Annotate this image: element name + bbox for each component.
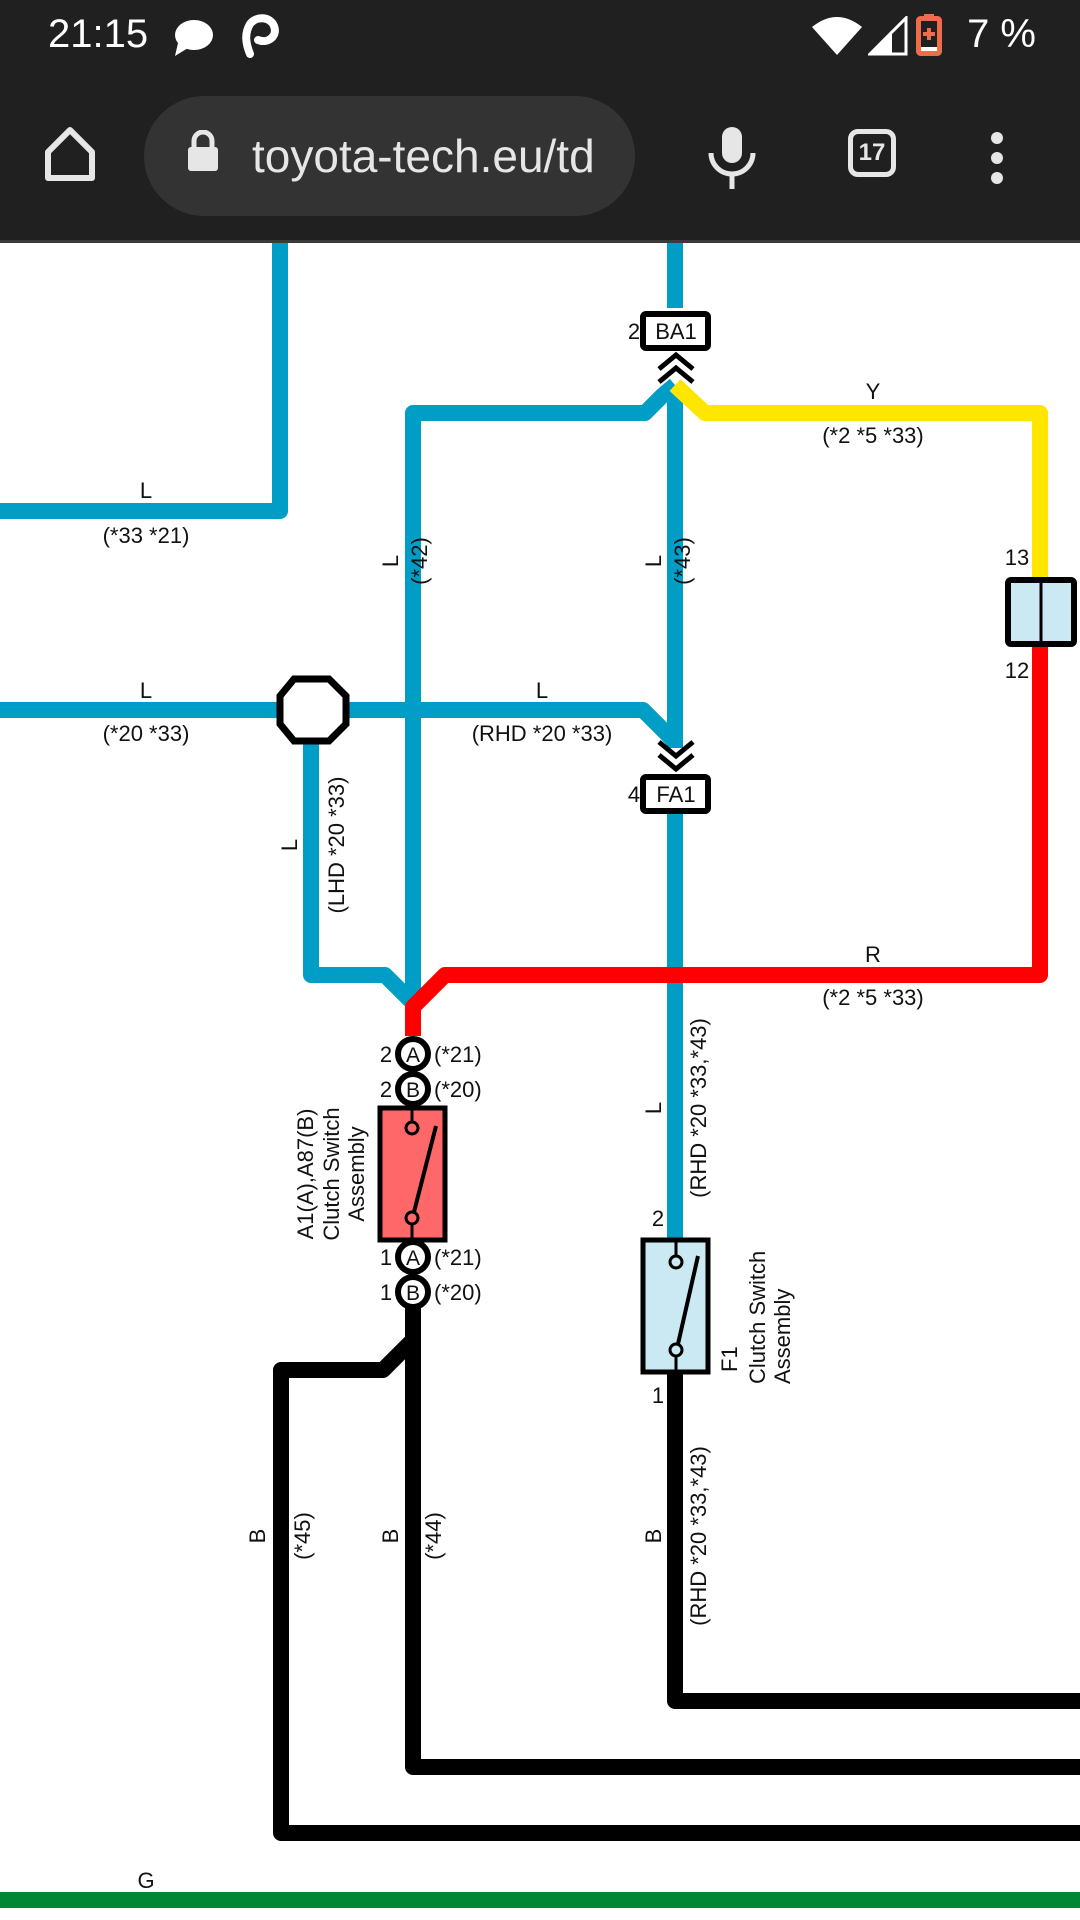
wire-black-45[interactable] — [273, 1334, 1080, 1841]
battery-charging-icon — [916, 14, 942, 56]
wire-label-note: (RHD *20 *33,*43) — [686, 1018, 711, 1198]
wire-label-code: G — [137, 1868, 154, 1893]
pin-1a[interactable]: A 1 (*21) — [380, 1239, 482, 1275]
f1-id: F1 — [717, 1346, 742, 1372]
wire-label-code: L — [536, 678, 548, 703]
a1-clutch-switch[interactable] — [377, 1105, 448, 1243]
wiring-diagram[interactable]: BA1 2 FA1 4 13 12 A 2 (*21) B 2 (*20) — [0, 243, 1080, 1920]
wire-label-code: B — [378, 1529, 403, 1544]
pin-note: (*20) — [434, 1280, 482, 1305]
wire-label-code: B — [641, 1529, 666, 1544]
wire-top-left-l[interactable] — [0, 243, 288, 519]
f1-clutch-switch[interactable] — [640, 1237, 711, 1375]
pin-number: 2 — [380, 1042, 392, 1067]
wire-label-note: (LHD *20 *33) — [324, 777, 349, 914]
tab-switcher-button[interactable]: 17 — [848, 129, 896, 177]
wire-label-code: L — [140, 478, 152, 503]
toolbar-divider — [0, 240, 1080, 243]
pocket-casts-icon — [242, 14, 279, 58]
a1-switch-name-line3: Assembly — [344, 1126, 369, 1221]
pin-note: (*21) — [434, 1245, 482, 1270]
wire-lhd-l[interactable] — [303, 740, 419, 1009]
wire-label-code: B — [245, 1529, 270, 1544]
wire-label-note: (*2 *5 *33) — [822, 985, 924, 1010]
f1-name-line2: Assembly — [770, 1289, 795, 1384]
connector-fa1[interactable]: FA1 4 — [628, 740, 711, 814]
connector-pin-12: 12 — [1005, 658, 1029, 683]
pin-letter: A — [406, 1247, 420, 1270]
battery-percent: 7 % — [967, 12, 1036, 56]
connector-pin-13: 13 — [1005, 545, 1029, 570]
status-time: 21:15 — [48, 12, 149, 56]
wire-label-note: (*20 *33) — [103, 721, 190, 746]
browser-toolbar: toyota-tech.eu/td 17 — [0, 80, 1080, 240]
home-icon[interactable] — [42, 126, 98, 182]
wire-vert-42[interactable] — [405, 378, 681, 1008]
pin-number: 1 — [380, 1245, 392, 1270]
pin-letter: B — [406, 1282, 420, 1305]
wire-label-note: (RHD *20 *33,*43) — [686, 1446, 711, 1626]
url-text[interactable]: toyota-tech.eu/td — [252, 130, 595, 182]
junction-connector[interactable] — [276, 675, 350, 745]
a1-switch-pins: A 2 (*21) B 2 (*20) A 1 (*21) B 1 (*20) — [380, 1036, 482, 1310]
f1-pin-2: 2 — [652, 1206, 664, 1231]
connector-ba1[interactable]: BA1 2 — [628, 311, 711, 384]
wire-label-note: (*45) — [290, 1512, 315, 1560]
chat-bubble-icon — [175, 20, 213, 56]
connector-fa1-label: FA1 — [656, 782, 695, 807]
wire-label-note: (*42) — [407, 537, 432, 585]
pin-letter: A — [406, 1044, 420, 1067]
chevron-down-icon — [657, 740, 695, 773]
a1-switch-name-line1: A1(A),A87(B) — [293, 1109, 318, 1240]
wire-label-code: L — [140, 678, 152, 703]
wire-label-note: (*33 *21) — [103, 523, 190, 548]
wire-red-r-lower[interactable] — [405, 645, 1048, 1036]
wire-label-code: Y — [866, 379, 881, 404]
pin-2b[interactable]: B 2 (*20) — [380, 1071, 482, 1107]
pin-note: (*21) — [434, 1042, 482, 1067]
pin-letter: B — [406, 1079, 420, 1102]
microphone-icon[interactable] — [706, 125, 758, 191]
wire-label-code: L — [641, 555, 666, 567]
wire-label-note: (*43) — [670, 537, 695, 585]
connector-inline-13-12[interactable]: 13 12 — [1005, 545, 1077, 683]
f1-pin-1: 1 — [652, 1383, 664, 1408]
address-bar[interactable]: toyota-tech.eu/td — [144, 96, 635, 216]
pin-number: 1 — [380, 1280, 392, 1305]
connector-ba1-pin: 2 — [628, 319, 640, 344]
wire-black-44[interactable] — [405, 1308, 1080, 1775]
status-bar: 21:15 7 % — [0, 0, 1080, 80]
connector-fa1-pin: 4 — [628, 782, 640, 807]
f1-name-line1: Clutch Switch — [745, 1251, 770, 1384]
wire-yellow-y[interactable] — [669, 379, 1048, 577]
cell-signal-icon — [868, 16, 908, 56]
wire-label-code: R — [865, 942, 881, 967]
connector-ba1-label: BA1 — [655, 319, 697, 344]
lock-icon — [188, 130, 218, 171]
pin-number: 2 — [380, 1077, 392, 1102]
pin-1b[interactable]: B 1 (*20) — [380, 1274, 482, 1310]
pin-note: (*20) — [434, 1077, 482, 1102]
chevron-up-icon — [657, 351, 695, 384]
wire-label-note: (*2 *5 *33) — [822, 423, 924, 448]
more-vert-icon[interactable] — [982, 130, 1012, 186]
wire-black-f1[interactable] — [667, 1372, 1080, 1709]
a1-switch-name-line2: Clutch Switch — [319, 1107, 344, 1240]
pin-2a[interactable]: A 2 (*21) — [380, 1036, 482, 1072]
wire-label-note: (*44) — [421, 1512, 446, 1560]
wire-label-code: L — [277, 839, 302, 851]
wire-label-code: L — [641, 1102, 666, 1114]
wifi-icon — [812, 17, 862, 55]
wire-label-note: (RHD *20 *33) — [472, 721, 613, 746]
wire-label-code: L — [378, 555, 403, 567]
